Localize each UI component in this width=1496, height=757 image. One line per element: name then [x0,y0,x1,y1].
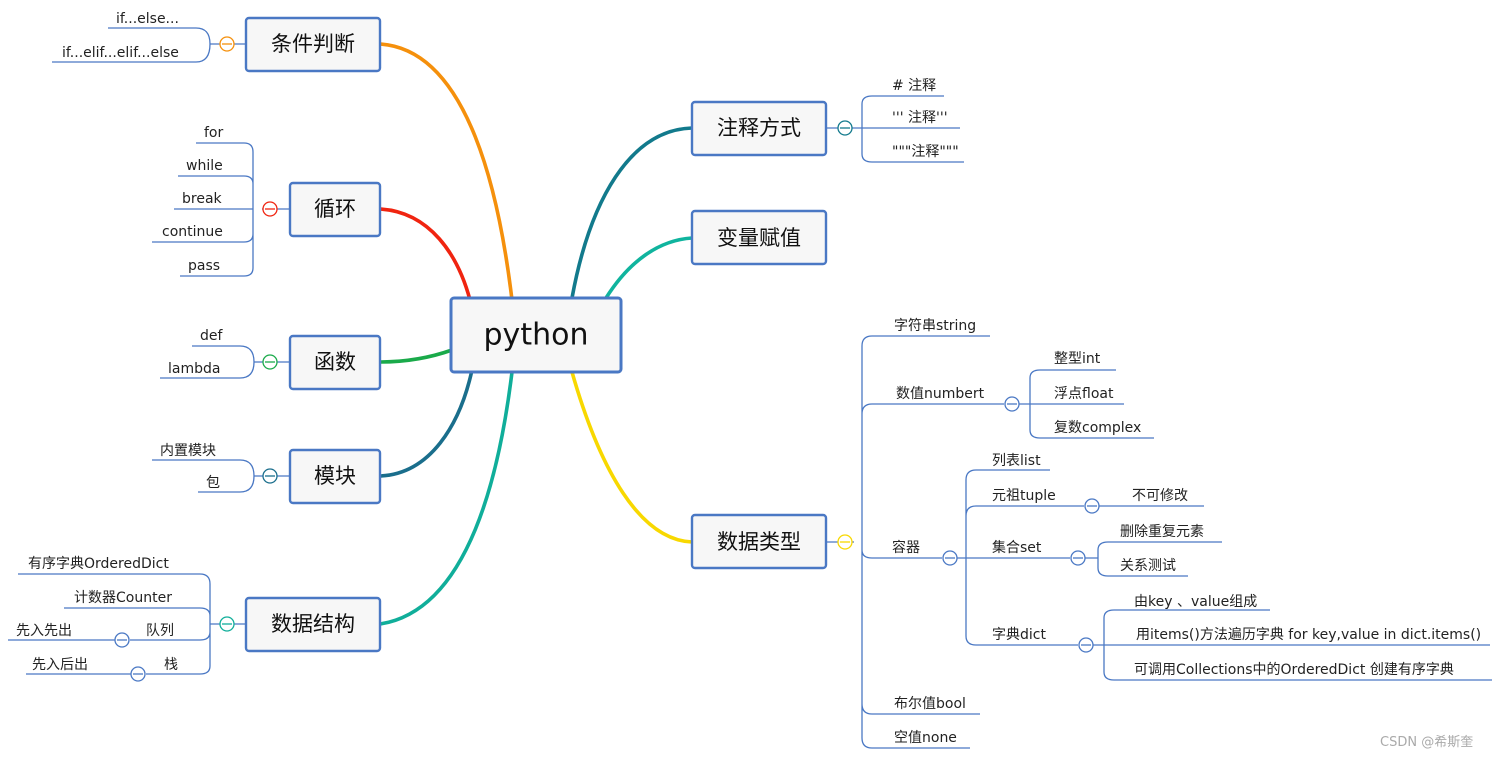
leaf-complex: 复数complex [1054,419,1141,436]
leaf-if-else: if...else... [116,11,179,27]
leaf-stack: 栈 [164,657,178,673]
leaf-float: 浮点float [1054,386,1114,402]
watermark: CSDN @希斯奎 [1380,735,1473,750]
branch-structures-line [378,370,514,626]
leaf-ordereddict-hint: 可调用Collections中的OrderedDict 创建有序字典 [1134,662,1454,678]
leaf-set: 集合set [992,539,1042,556]
node-comments[interactable] [690,100,828,157]
leaf-int: 整型int [1054,351,1101,367]
branch-functions-line [378,348,454,364]
branch-comments-line [570,126,694,300]
leaf-dict: 字典dict [992,627,1046,643]
leaf-fifo: 先入先出 [16,623,72,639]
node-types-label: 数据类型 [717,530,801,554]
branch-types-line [570,370,694,544]
node-functions[interactable] [288,334,382,391]
leaf-break: break [182,191,223,207]
branch-conditions-line [378,42,514,302]
leaf-key-value: 由key 、value组成 [1134,594,1257,610]
node-conditions[interactable] [244,16,382,73]
leaf-lambda: lambda [168,361,220,377]
node-modules-label: 模块 [314,464,356,488]
leaf-pass: pass [188,258,220,274]
node-assignment-label: 变量赋值 [717,226,801,250]
leaf-string: 字符串string [894,318,976,334]
node-loops-label: 循环 [314,197,356,221]
leaf-package: 包 [206,475,220,491]
leaf-queue: 队列 [146,623,174,639]
leaf-single-quote-comment: ''' 注释''' [892,110,948,126]
root-label: python [484,318,589,353]
leaf-items-iteration: 用items()方法遍历字典 for key,value in dict.ite… [1136,627,1481,643]
leaf-ordereddict: 有序字典OrderedDict [28,556,169,572]
leaf-for: for [204,125,223,141]
leaf-def: def [200,328,224,344]
node-assignment[interactable] [690,209,828,266]
leaf-counter: 计数器Counter [74,590,172,606]
leaf-builtin-modules: 内置模块 [160,443,216,459]
node-modules[interactable] [288,448,382,505]
leaf-dedupe: 删除重复元素 [1120,523,1204,540]
leaf-bool: 布尔值bool [894,696,966,712]
node-types[interactable] [690,513,828,570]
root-node[interactable] [449,296,623,374]
node-conditions-label: 条件判断 [271,32,355,56]
leaf-list: 列表list [992,453,1041,469]
leaf-double-quote-comment: """注释""" [892,144,959,160]
leaf-hash-comment: # 注释 [892,78,936,94]
leaf-relation-test: 关系测试 [1120,558,1176,574]
leaf-immutable: 不可修改 [1132,488,1188,504]
leaf-continue: continue [162,224,223,240]
leaf-lifo: 先入后出 [32,657,88,673]
leaf-number: 数值numbert [896,386,985,402]
branch-modules-line [378,368,474,478]
branch-loops-line [378,207,472,302]
node-structures[interactable] [244,596,382,653]
node-structures-label: 数据结构 [271,612,355,636]
node-loops[interactable] [288,181,382,238]
leaf-if-elif: if...elif...elif...else [62,45,179,61]
branch-assignment-line [604,236,694,300]
leaf-while: while [186,158,223,174]
node-comments-label: 注释方式 [717,116,801,140]
leaf-none: 空值none [894,730,957,746]
leaf-container: 容器 [892,539,920,556]
leaf-tuple: 元祖tuple [992,488,1056,504]
node-functions-label: 函数 [314,350,356,374]
